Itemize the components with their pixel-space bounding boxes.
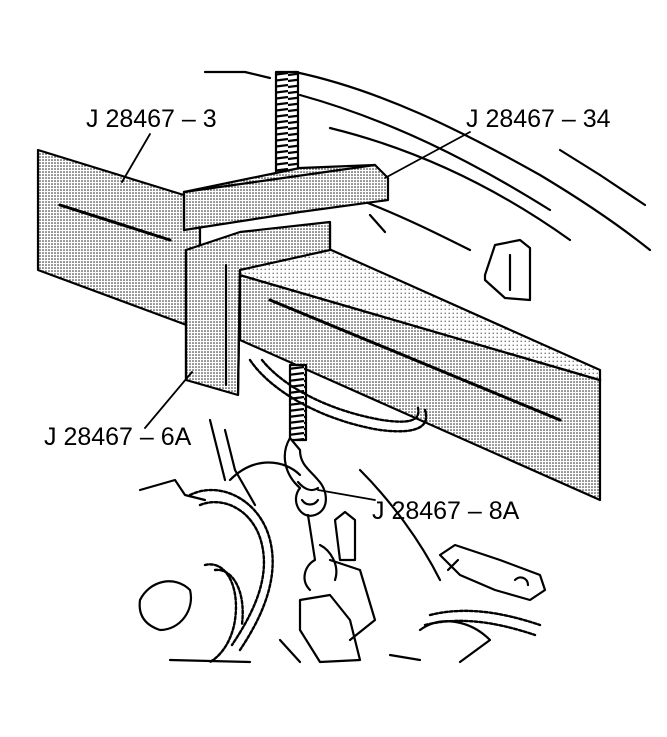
- wiring-harness: [188, 358, 542, 664]
- tool-crossbar-j28467-34: [182, 163, 390, 232]
- tool-hook-j28467-8a: [283, 436, 327, 517]
- callout-j28467-8a: J 28467 – 8A: [372, 497, 520, 525]
- tool-bracket-j28467-3: [184, 220, 332, 397]
- callout-j28467-3: J 28467 – 3: [86, 105, 217, 133]
- callout-leader-lines: [121, 131, 471, 501]
- vehicle-body-lines: [203, 70, 652, 302]
- callout-j28467-6a: J 28467 – 6A: [44, 423, 192, 451]
- threaded-rod-upper: [274, 70, 300, 186]
- frame-rail-left: [36, 148, 202, 332]
- engine-components: [138, 418, 547, 664]
- callout-j28467-34: J 28467 – 34: [466, 105, 611, 133]
